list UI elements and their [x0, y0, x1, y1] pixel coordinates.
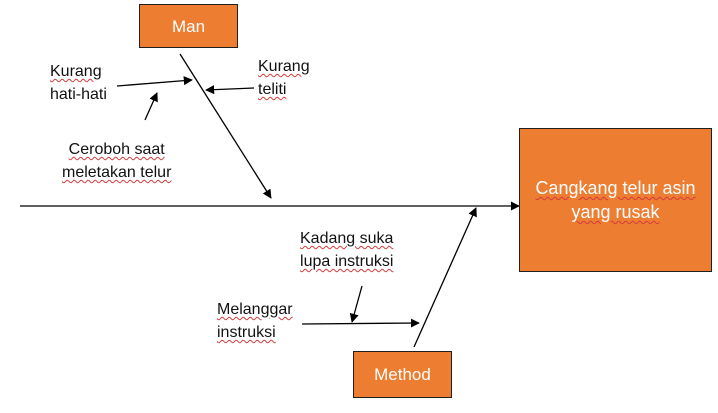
cause-kurang-teliti-line2: teliti — [258, 81, 287, 98]
melanggar-arrow — [301, 318, 420, 328]
kurang-teliti-arrow — [205, 85, 255, 95]
cause-kadang-suka-line2: lupa instruksi — [300, 253, 394, 270]
cause-melanggar: Melanggar instruksi — [217, 298, 293, 344]
cause-kadang-suka-line1: Kadang suka — [300, 230, 394, 247]
cause-kurang-hati-hati-line2: hati-hati — [50, 86, 107, 103]
ceroboh-arrow — [144, 92, 158, 121]
cause-ceroboh: Ceroboh saat meletakan telur — [62, 138, 171, 184]
cause-kurang-teliti-line1: Kurang — [258, 58, 310, 75]
method-category-box: Method — [353, 351, 452, 398]
kurang-hati-hati-arrow — [116, 76, 193, 87]
method-bone-arrow — [413, 207, 477, 348]
cause-kurang-hati-hati: Kurang hati-hati — [50, 60, 107, 106]
man-category-label: Man — [171, 16, 206, 36]
cause-ceroboh-line2: meletakan telur — [62, 164, 172, 181]
effect-box: Cangkang telur asin yang rusak — [519, 128, 712, 272]
cause-melanggar-line2: instruksi — [217, 324, 276, 341]
kadang-suka-arrow — [349, 285, 363, 323]
cause-kurang-hati-hati-line1: Kurang — [50, 63, 102, 80]
cause-ceroboh-line1: Ceroboh saat — [68, 141, 165, 158]
cause-melanggar-line1: Melanggar — [217, 301, 293, 318]
man-category-box: Man — [139, 4, 238, 48]
effect-label-line1: Cangkang telur asin — [535, 178, 696, 198]
cause-kurang-teliti: Kurang teliti — [258, 55, 310, 101]
effect-label-line2: yang rusak — [571, 202, 660, 222]
cause-kadang-suka: Kadang suka lupa instruksi — [300, 227, 393, 273]
method-category-label: Method — [374, 365, 431, 384]
man-bone-arrow — [179, 53, 272, 199]
